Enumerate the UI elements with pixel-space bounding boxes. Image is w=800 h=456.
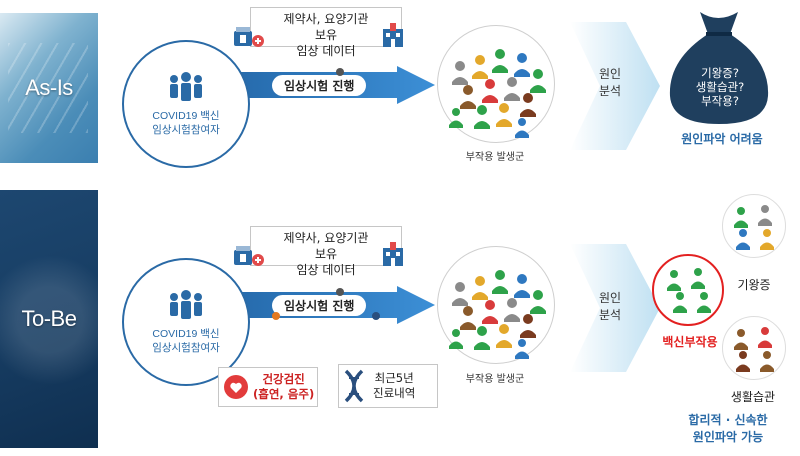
connector-dot-tobe [336, 288, 344, 296]
health-check-line2: (흡연, 음주) [253, 387, 315, 401]
medicine-icon [234, 246, 264, 266]
person-icon [667, 268, 711, 313]
row-label-tobe-text: To-Be [21, 306, 77, 331]
crowd-caption-asis: 부작용 발생군 [465, 152, 525, 163]
trial-label-tobe: 임상시험 진행 [272, 295, 367, 316]
people-icon [170, 290, 202, 319]
crowd-caption-tobe: 부작용 발생군 [465, 374, 525, 385]
participant-line1-tobe: COVID19 백신 [152, 328, 220, 340]
bag-line-1: 기왕증? [701, 66, 739, 80]
hospital-icon [383, 23, 403, 47]
bag-text: 기왕증? 생활습관? 부작용? [680, 66, 760, 108]
row-label-tobe: To-Be [0, 190, 98, 448]
bag-line-3: 부작용? [701, 94, 739, 108]
medicine-icon [234, 27, 264, 47]
row-label-asis-text: As-Is [25, 75, 73, 100]
analysis-line2-asis: 분석 [598, 84, 622, 98]
analysis-arrow-asis [570, 22, 660, 150]
tobe-result-line2: 원인파악 가능 [692, 430, 764, 444]
connector-dot-records [372, 312, 380, 320]
preexisting-group [722, 194, 786, 258]
trial-label-asis: 임상시험 진행 [272, 75, 367, 96]
preexisting-label: 기왕증 [737, 278, 771, 292]
money-bag-icon [669, 12, 769, 124]
medical-records-box: 최근5년 진료내역 [338, 364, 438, 408]
side-effect-group-asis [437, 25, 555, 143]
clinical-data-line1-tobe: 제약사, 요양기관 보유 [283, 231, 369, 261]
vaccine-side-effect-group [652, 254, 724, 326]
row-label-asis: As-Is [0, 13, 98, 163]
participant-line2-tobe: 임상시험참여자 [152, 342, 220, 354]
asis-result: 원인파악 어려움 [681, 132, 763, 146]
clinical-data-line2-asis: 임상 데이터 [296, 44, 356, 58]
person-icon [449, 49, 546, 138]
bag-line-2: 생활습관? [695, 80, 745, 94]
clinical-data-line1-asis: 제약사, 요양기관 보유 [283, 12, 369, 42]
lifestyle-group [722, 316, 786, 380]
clinical-data-box-asis: 제약사, 요양기관 보유 임상 데이터 [250, 7, 402, 58]
person-icon [449, 270, 546, 359]
side-effect-group-tobe [437, 246, 555, 364]
clinical-data-box-tobe: 제약사, 요양기관 보유 임상 데이터 [250, 226, 402, 277]
lifestyle-label: 생활습관 [730, 390, 776, 404]
people-icon [170, 72, 202, 101]
tobe-result: 합리적 · 신속한 원인파악 가능 [660, 412, 796, 446]
records-line1: 최근5년 [374, 371, 414, 385]
analysis-line1-tobe: 원인 [598, 291, 622, 305]
connector-dot-asis [336, 68, 344, 76]
tobe-result-line1: 합리적 · 신속한 [688, 413, 768, 427]
analysis-line1-asis: 원인 [598, 67, 622, 81]
analysis-text-tobe: 원인 분석 [598, 290, 622, 324]
records-line2: 진료내역 [373, 386, 416, 400]
participant-line2-asis: 임상시험참여자 [152, 124, 220, 136]
clinical-data-line2-tobe: 임상 데이터 [296, 263, 356, 277]
person-icon [734, 205, 774, 250]
health-check-line1: 건강검진 [262, 372, 305, 386]
analysis-arrow-tobe [570, 244, 660, 372]
analysis-text-asis: 원인 분석 [598, 66, 622, 100]
heart-icon [224, 375, 248, 399]
health-check-box: 건강검진 (흡연, 음주) [218, 367, 318, 407]
dna-icon [344, 369, 364, 403]
vaccine-side-effect-label: 백신부작용 [662, 335, 718, 349]
connector-dot-health [272, 312, 280, 320]
analysis-line2-tobe: 분석 [598, 308, 622, 322]
hospital-icon [383, 242, 403, 266]
participant-circle-asis: COVID19 백신 임상시험참여자 [122, 40, 250, 168]
participant-circle-tobe: COVID19 백신 임상시험참여자 [122, 258, 250, 386]
person-icon [734, 327, 774, 372]
participant-line1-asis: COVID19 백신 [152, 110, 220, 122]
